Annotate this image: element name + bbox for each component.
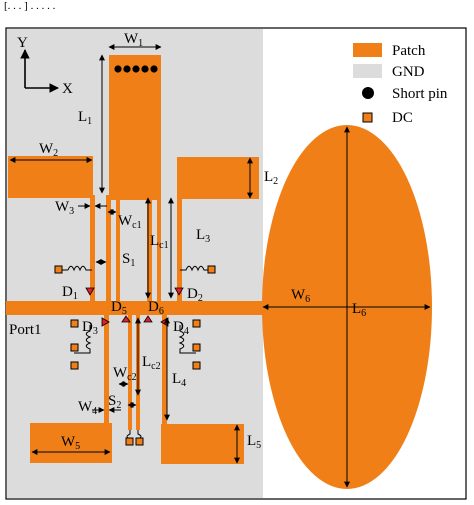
left-stub-patch [8, 156, 93, 198]
lower-line-b [128, 315, 132, 430]
dc-pad [192, 343, 201, 352]
dc-pad [125, 437, 134, 446]
dim-wc1: Wc1 [118, 213, 142, 231]
dim-s1: S1 [122, 251, 135, 269]
dc-pad [192, 361, 201, 370]
dim-l3: L3 [196, 227, 210, 245]
dc-bias-networks [54, 265, 216, 446]
dc-pad [207, 265, 216, 274]
dim-l6: L6 [352, 301, 366, 319]
short-pin [141, 65, 149, 73]
feed-line-left-c [116, 195, 120, 301]
diode-d6 [143, 315, 153, 323]
diode-d1 [85, 287, 95, 296]
legend-label-patch: Patch [392, 43, 426, 59]
right-stub-patch [177, 157, 259, 199]
legend-swatch-dc [362, 112, 373, 123]
dc-pad [54, 265, 63, 274]
dim-w3: W3 [55, 199, 74, 217]
short-pin [114, 65, 122, 73]
dim-w6: W6 [291, 287, 310, 305]
dim-lc2: Lc2 [142, 354, 161, 372]
diode-d2 [174, 287, 184, 296]
dim-w5: W5 [61, 434, 80, 452]
short-pin [150, 65, 158, 73]
label-d2: D2 [187, 286, 203, 304]
feed-line-right-a [177, 195, 182, 301]
axis-y-label: Y [17, 35, 28, 51]
dim-l2: L2 [264, 169, 278, 187]
dim-l1: L1 [78, 109, 92, 127]
label-d5: D5 [111, 299, 127, 317]
diode-labels: D1 D2 D5 D6 D3 D4 [62, 284, 203, 337]
dimension-labels: W1 L1 W2 L2 W3 Wc1 Lc1 L3 S1 W6 L6 Lc2 L… [39, 31, 366, 452]
diode-d5 [121, 315, 131, 323]
lower-line-a [104, 315, 109, 430]
diode-d3 [101, 317, 110, 327]
legend-label-gnd: GND [392, 64, 425, 80]
legend: Patch GND Short pin DC [353, 43, 448, 126]
dim-l4: L4 [172, 371, 186, 389]
label-d6: D6 [148, 299, 164, 317]
axis-x-label: X [62, 81, 73, 97]
lower-line-d [162, 315, 167, 430]
top-radiator-patch [109, 55, 161, 200]
figure-caption: [. . . ] . . . . . [4, 0, 56, 12]
bottom-left-stub-patch [30, 423, 112, 463]
dim-w2: W2 [39, 141, 58, 159]
dc-pad [135, 437, 144, 446]
label-d3: D3 [82, 319, 98, 337]
legend-swatch-gnd [353, 64, 382, 78]
legend-label-dc: DC [392, 110, 413, 126]
dc-pad [70, 343, 79, 352]
dim-wc2: Wc2 [113, 365, 137, 383]
label-d1: D1 [62, 284, 78, 302]
port-label: Port1 [9, 322, 42, 338]
short-pin [132, 65, 140, 73]
dim-w1: W1 [124, 31, 143, 49]
short-pin [123, 65, 131, 73]
feed-line-center-b [157, 195, 161, 301]
axis-indicator [20, 49, 59, 93]
dimension-lines [9, 44, 431, 488]
short-pins [114, 65, 158, 73]
feed-line-left-b [106, 195, 111, 301]
main-feed-line [6, 301, 266, 315]
legend-swatch-short-pin [362, 87, 374, 99]
dim-w4: W4 [78, 399, 97, 417]
dc-pad [192, 319, 201, 328]
legend-label-short-pin: Short pin [392, 86, 448, 102]
dim-lc1: Lc1 [150, 233, 169, 251]
legend-swatch-patch [353, 43, 382, 57]
dc-pad [70, 319, 79, 328]
dim-l5: L5 [247, 433, 261, 451]
dc-pad [70, 361, 79, 370]
dim-s2: S2 [108, 393, 121, 411]
bottom-right-stub-patch [161, 424, 244, 464]
label-d4: D4 [173, 319, 189, 337]
feed-line-left-a [90, 195, 95, 301]
